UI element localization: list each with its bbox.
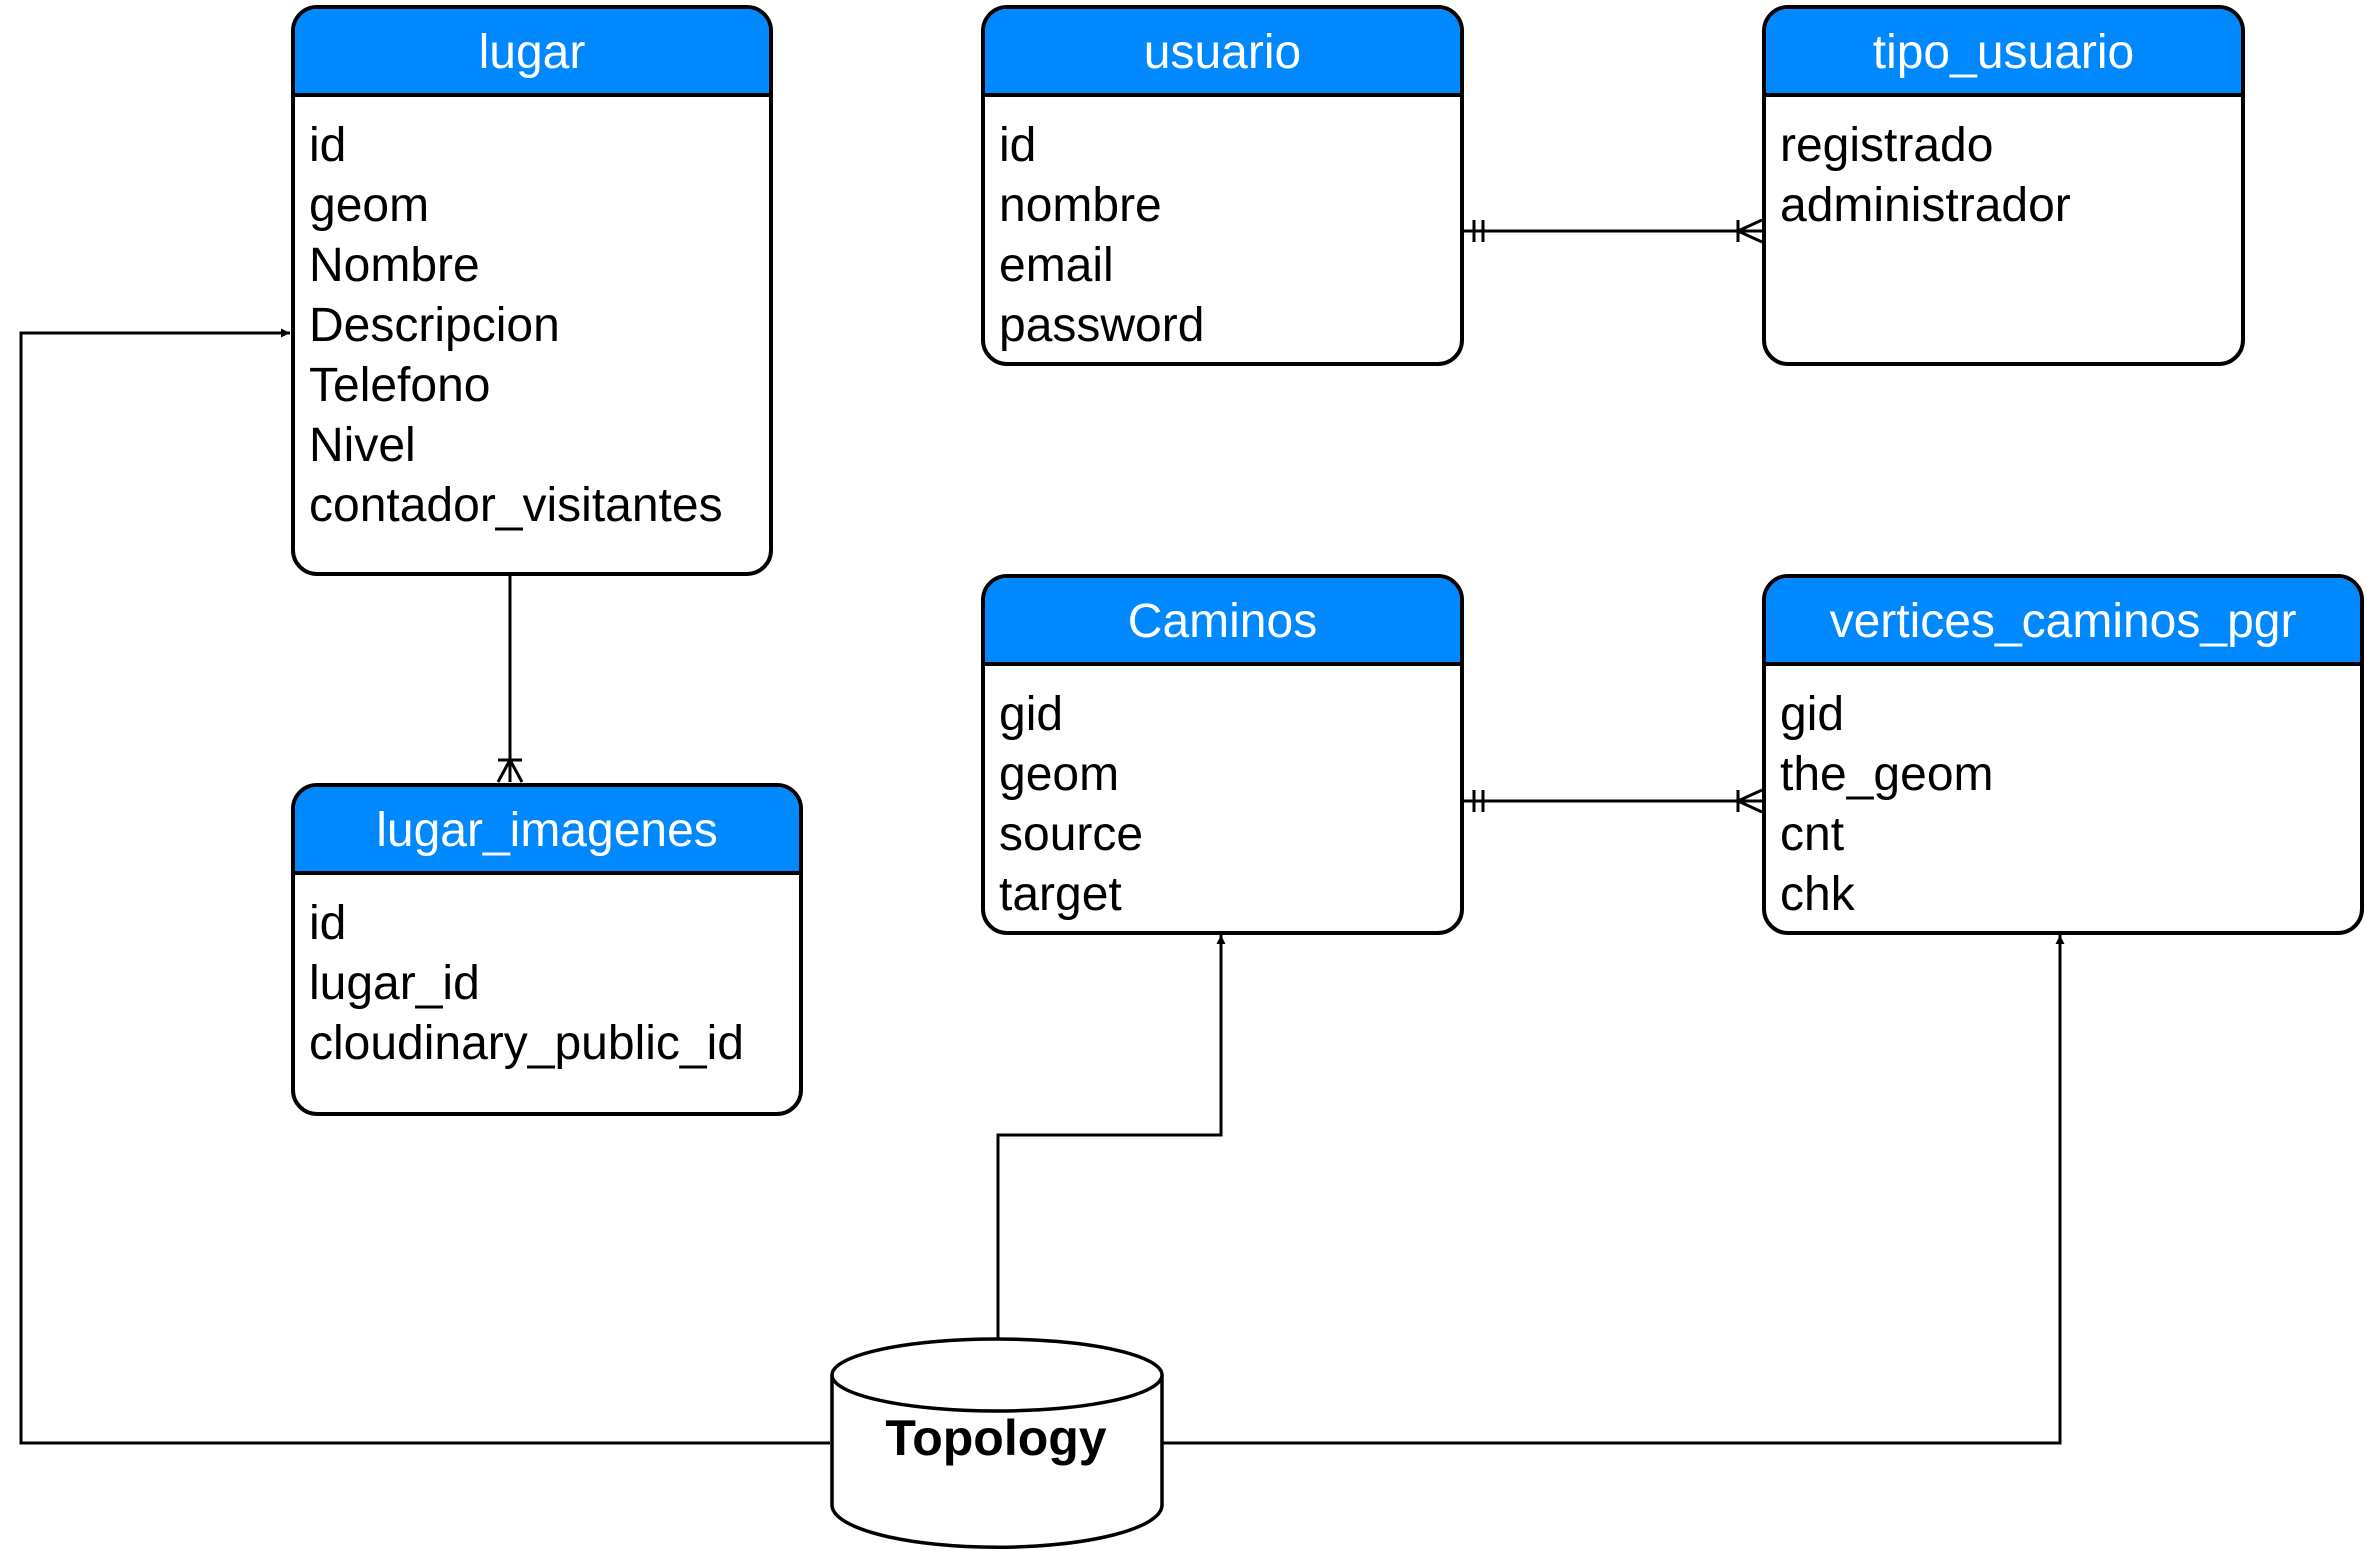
entity-field: registrado	[1780, 119, 1994, 172]
entity-field: cloudinary_public_id	[309, 1017, 744, 1070]
entity-field: lugar_id	[309, 957, 480, 1010]
entity-header: lugar_imagenes	[295, 787, 799, 875]
entity-field: Descripcion	[309, 299, 560, 352]
relationship-lugar-lugar-imagenes	[496, 575, 524, 783]
entity-field: source	[999, 808, 1144, 861]
entity-field: password	[999, 299, 1205, 352]
entity-header: Caminos	[985, 578, 1460, 666]
relationship-caminos-vertices	[1464, 788, 1763, 814]
entity-header: usuario	[985, 9, 1460, 97]
field-list: id lugar_id cloudinary_public_id	[295, 875, 799, 1074]
topology-database-icon[interactable]	[830, 1337, 1164, 1549]
entity-field: contador_visitantes	[309, 479, 723, 532]
relationship-usuario-tipo-usuario	[1464, 218, 1763, 244]
entity-field: target	[999, 868, 1122, 921]
topology-label: Topology	[885, 1410, 1107, 1466]
entity-field: administrador	[1780, 179, 2071, 232]
entity-field: email	[999, 239, 1114, 292]
flow-topology-to-lugar	[19, 328, 830, 1445]
entity-field: Nombre	[309, 239, 480, 292]
entity-field: id	[309, 119, 347, 172]
entity-header: lugar	[295, 9, 769, 97]
entity-field: gid	[999, 688, 1064, 741]
entity-field: nombre	[999, 179, 1162, 232]
flow-topology-to-vertices	[1162, 935, 2065, 1445]
entity-field: id	[999, 119, 1037, 172]
entity-field: gid	[1780, 688, 1845, 741]
entity-field: id	[309, 897, 347, 950]
entity-header: tipo_usuario	[1766, 9, 2241, 97]
crowfoot-marker	[496, 759, 512, 783]
field-list: gid geom source target	[985, 666, 1460, 925]
entity-field: chk	[1780, 868, 1855, 921]
entity-tipo-usuario[interactable]: tipo_usuario registrado administrador	[1762, 5, 2245, 366]
flow-topology-to-caminos	[996, 935, 1226, 1338]
entity-field: Telefono	[309, 359, 491, 412]
entity-field: cnt	[1780, 808, 1845, 861]
entity-field: geom	[999, 748, 1120, 801]
field-list: registrado administrador	[1766, 97, 2241, 236]
entity-header: vertices_caminos_pgr	[1766, 578, 2360, 666]
entity-field: geom	[309, 179, 430, 232]
entity-field: the_geom	[1780, 748, 1994, 801]
entity-usuario[interactable]: usuario id nombre email password	[981, 5, 1464, 366]
entity-field: Nivel	[309, 419, 416, 472]
entity-caminos[interactable]: Caminos gid geom source target	[981, 574, 1464, 935]
entity-lugar-imagenes[interactable]: lugar_imagenes id lugar_id cloudinary_publ…	[291, 783, 803, 1116]
field-list: id nombre email password	[985, 97, 1460, 356]
